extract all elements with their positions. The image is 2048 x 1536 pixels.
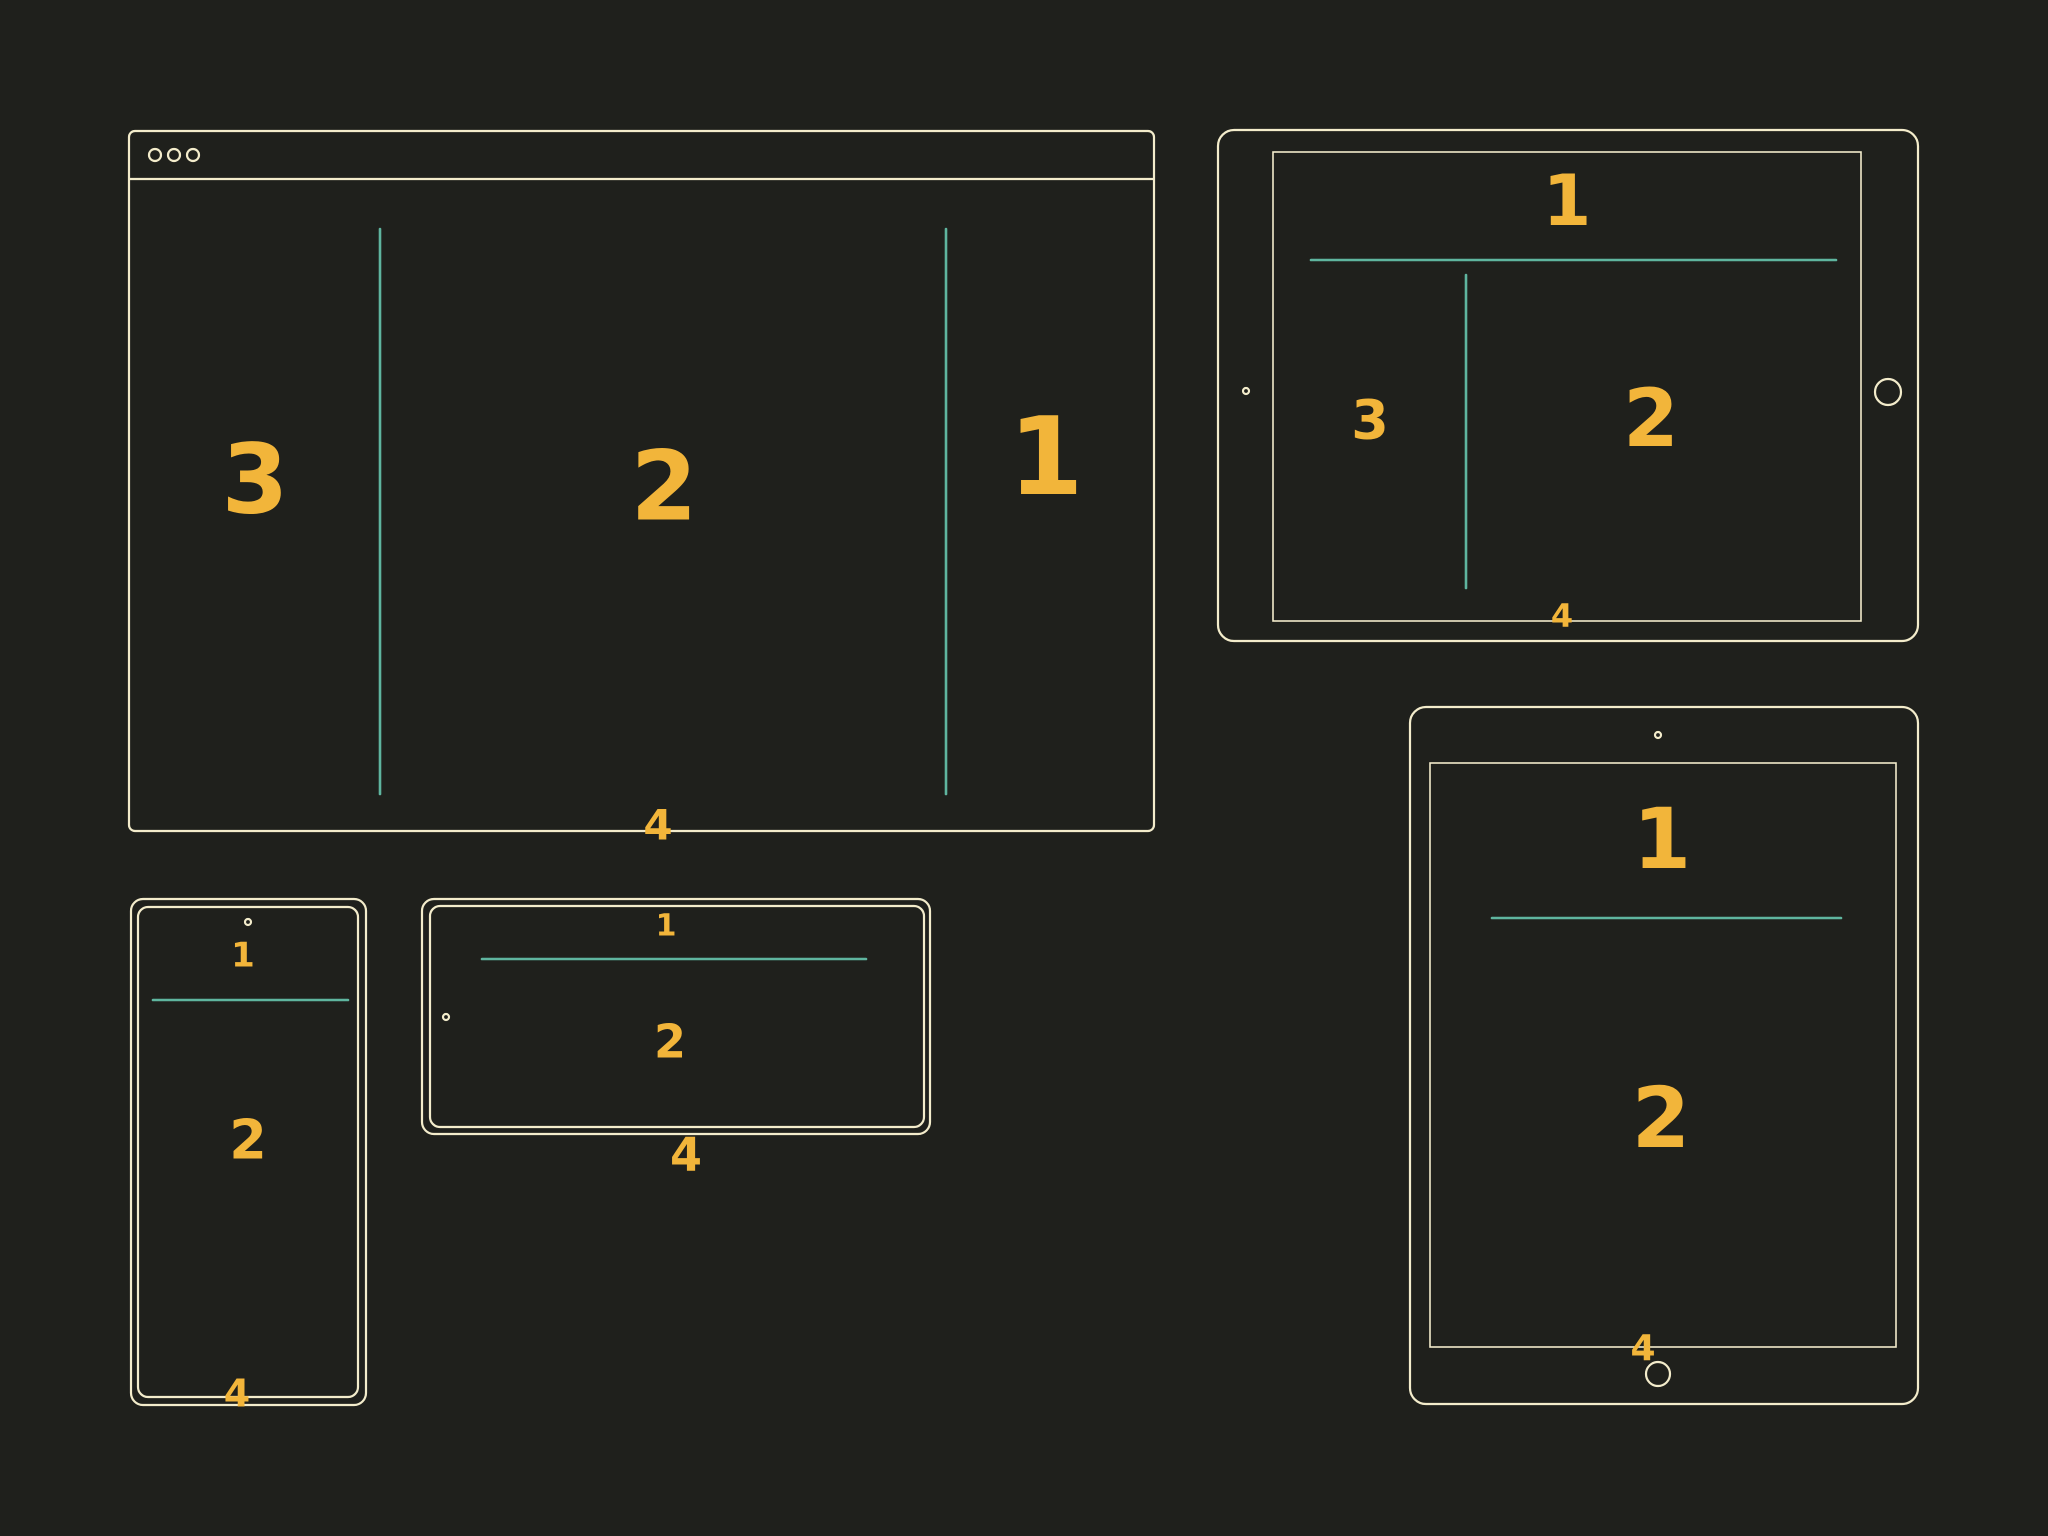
tablet-landscape-mockup: 1 3 2 4 — [1216, 128, 1920, 643]
camera-icon — [243, 917, 253, 927]
tablet-landscape-main-label: 2 — [1623, 372, 1679, 465]
tablet-landscape-left-label: 3 — [1351, 389, 1389, 452]
tablet-portrait-mockup: 1 2 4 — [1408, 705, 1920, 1406]
camera-icon — [1653, 730, 1663, 740]
phone-landscape-main-label: 2 — [654, 1015, 686, 1069]
phone-landscape-bottom-label: 4 — [670, 1128, 702, 1182]
phone-portrait-screen — [136, 905, 360, 1399]
tablet-landscape-screen — [1272, 151, 1862, 622]
tablet-landscape-body — [1216, 128, 1920, 643]
tablet-portrait-top-label: 1 — [1633, 790, 1691, 888]
browser-center-panel-label: 2 — [631, 430, 698, 542]
browser-left-panel-label: 3 — [222, 423, 289, 535]
tablet-portrait-bottom-label: 4 — [1630, 1328, 1655, 1369]
window-dot-icon — [147, 147, 163, 163]
tablet-portrait-screen — [1429, 762, 1897, 1348]
phone-landscape-screen — [428, 904, 926, 1129]
phone-landscape-body — [420, 897, 932, 1136]
camera-icon — [441, 1012, 451, 1022]
desktop-browser-mockup: 3 2 1 4 — [127, 129, 1156, 850]
tablet-portrait-body — [1408, 705, 1920, 1406]
phone-portrait-body — [129, 897, 368, 1407]
browser-right-panel-label: 1 — [1008, 395, 1083, 520]
home-button-icon — [1644, 1360, 1672, 1388]
tablet-landscape-top-label: 1 — [1543, 160, 1592, 242]
tablet-portrait-main-label: 2 — [1632, 1069, 1690, 1167]
home-button-icon — [1873, 377, 1903, 407]
browser-window-frame — [127, 129, 1156, 833]
browser-bottom-label: 4 — [643, 801, 672, 850]
window-dot-icon — [166, 147, 182, 163]
phone-portrait-bottom-label: 4 — [224, 1372, 250, 1416]
phone-landscape-top-label: 1 — [656, 909, 677, 944]
phone-landscape-mockup: 1 2 4 — [420, 897, 932, 1182]
tablet-landscape-bottom-label: 4 — [1551, 597, 1573, 635]
phone-portrait-mockup: 1 2 4 — [129, 897, 368, 1416]
phone-portrait-top-label: 1 — [231, 936, 255, 976]
camera-icon — [1241, 386, 1251, 396]
phone-portrait-main-label: 2 — [229, 1109, 267, 1172]
window-dot-icon — [185, 147, 201, 163]
